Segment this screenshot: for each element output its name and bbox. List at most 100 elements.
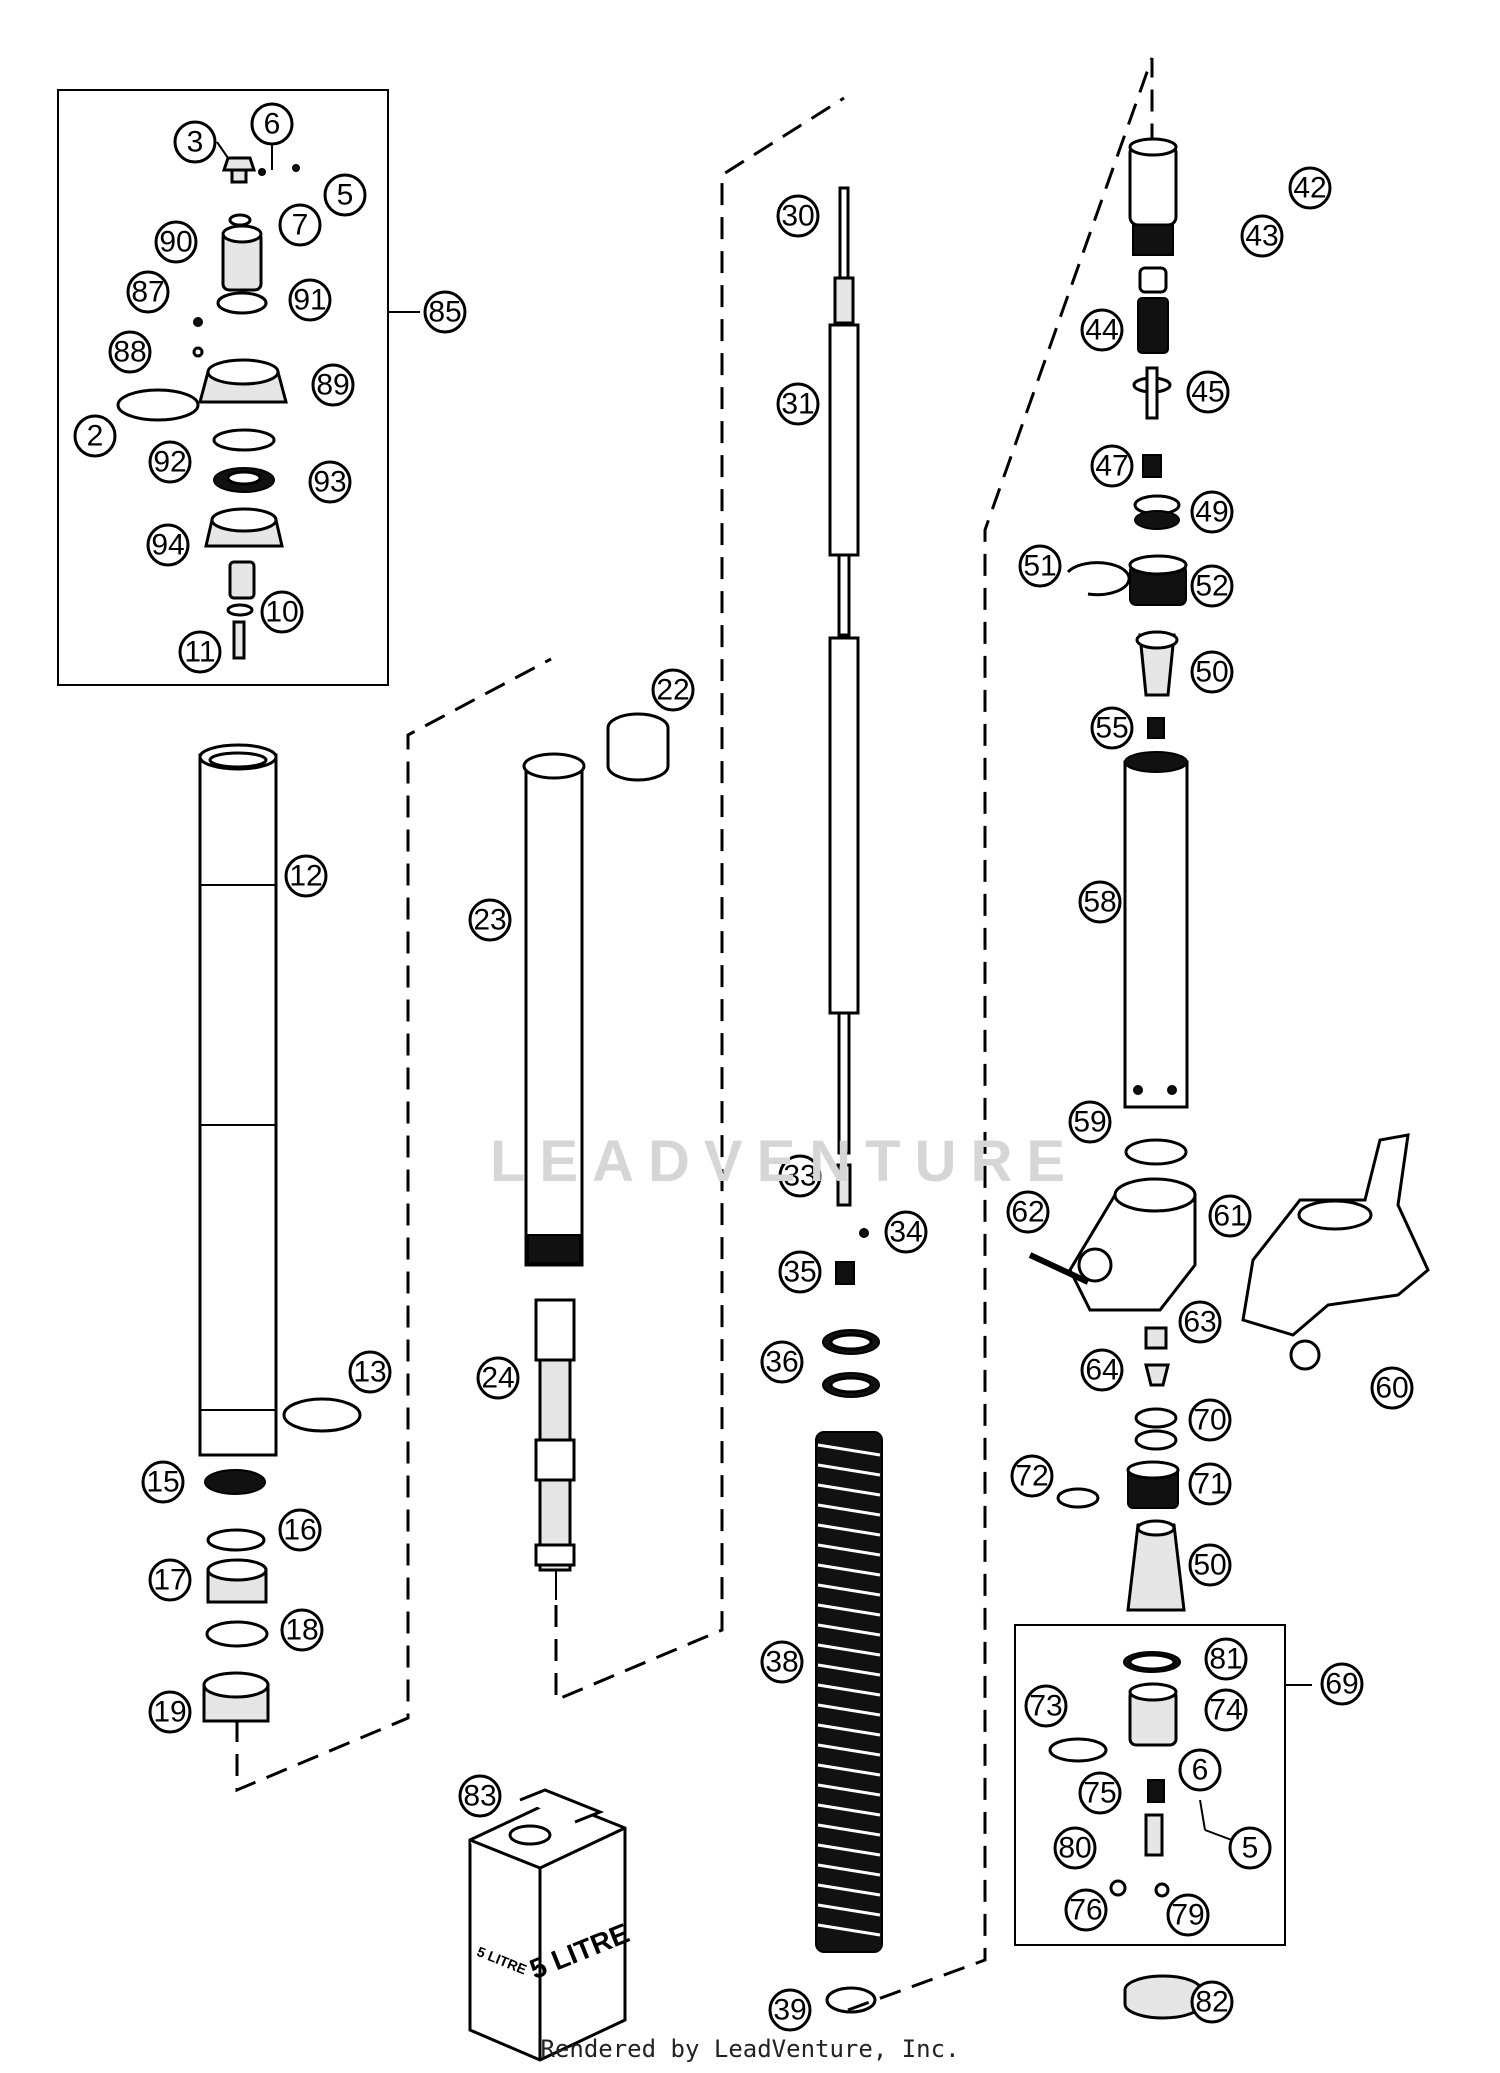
dash-line-3 <box>847 57 1154 2012</box>
callout-6: 6 <box>250 102 294 146</box>
callout-45: 45 <box>1186 370 1230 414</box>
callout-50-upper: 50 <box>1190 650 1234 694</box>
svg-text:23: 23 <box>473 904 506 937</box>
callout-59: 59 <box>1068 1100 1112 1144</box>
svg-text:58: 58 <box>1083 886 1116 919</box>
callout-82: 82 <box>1190 1980 1234 2024</box>
svg-text:63: 63 <box>1183 1306 1216 1339</box>
callout-55: 55 <box>1090 706 1134 750</box>
callout-23: 23 <box>468 898 512 942</box>
svg-text:61: 61 <box>1213 1200 1246 1233</box>
svg-text:15: 15 <box>146 1466 179 1499</box>
svg-text:2: 2 <box>87 420 104 453</box>
callout-76: 76 <box>1064 1888 1108 1932</box>
callout-13: 13 <box>348 1350 392 1394</box>
callout-42: 42 <box>1288 166 1332 210</box>
callout-7: 7 <box>278 203 322 247</box>
callout-30: 30 <box>776 194 820 238</box>
callout-50-lower: 50 <box>1188 1543 1232 1587</box>
svg-text:5: 5 <box>1242 1832 1259 1865</box>
svg-text:22: 22 <box>656 674 689 707</box>
callout-81: 81 <box>1204 1637 1248 1681</box>
callout-79: 79 <box>1166 1893 1210 1937</box>
svg-text:87: 87 <box>131 276 164 309</box>
svg-text:64: 64 <box>1085 1354 1118 1387</box>
callout-92: 92 <box>148 440 192 484</box>
svg-text:12: 12 <box>289 860 322 893</box>
callout-58: 58 <box>1078 880 1122 924</box>
svg-text:3: 3 <box>187 126 204 159</box>
callout-24: 24 <box>476 1356 520 1400</box>
dash-line-2 <box>554 96 845 1703</box>
base-valve-inset-frame <box>1014 1624 1286 1946</box>
svg-text:70: 70 <box>1193 1404 1226 1437</box>
svg-text:90: 90 <box>159 226 192 259</box>
svg-text:47: 47 <box>1095 450 1128 483</box>
svg-text:35: 35 <box>783 1256 816 1289</box>
svg-text:6: 6 <box>264 108 281 141</box>
svg-text:19: 19 <box>153 1696 186 1729</box>
svg-text:74: 74 <box>1209 1694 1242 1727</box>
callout-19: 19 <box>148 1690 192 1734</box>
callout-62: 62 <box>1006 1190 1050 1234</box>
svg-text:5: 5 <box>337 179 354 212</box>
svg-text:72: 72 <box>1015 1460 1048 1493</box>
svg-text:59: 59 <box>1073 1106 1106 1139</box>
callout-70: 70 <box>1188 1398 1232 1442</box>
svg-text:45: 45 <box>1191 376 1224 409</box>
dash-line-1 <box>235 657 552 1793</box>
callout-89: 89 <box>311 363 355 407</box>
svg-text:83: 83 <box>463 1780 496 1813</box>
callout-38: 38 <box>760 1640 804 1684</box>
callout-75: 75 <box>1078 1771 1122 1815</box>
svg-text:6: 6 <box>1192 1754 1209 1787</box>
svg-text:13: 13 <box>353 1356 386 1389</box>
svg-text:82: 82 <box>1195 1986 1228 2019</box>
callout-2: 2 <box>73 414 117 458</box>
callout-16: 16 <box>278 1508 322 1552</box>
svg-text:60: 60 <box>1375 1372 1408 1405</box>
callout-94: 94 <box>146 523 190 567</box>
callout-39: 39 <box>768 1988 812 2032</box>
callout-15: 15 <box>141 1460 185 1504</box>
callout-85: 85 <box>423 290 467 334</box>
cartridge-parts <box>1028 137 1430 1612</box>
svg-text:69: 69 <box>1325 1668 1358 1701</box>
svg-text:88: 88 <box>113 336 146 369</box>
svg-text:43: 43 <box>1245 220 1278 253</box>
callout-5: 5 <box>323 173 367 217</box>
callout-11: 11 <box>178 630 222 674</box>
svg-text:11: 11 <box>184 636 215 669</box>
base-valve-parts <box>1048 1651 1246 1898</box>
svg-text:17: 17 <box>153 1564 186 1597</box>
svg-text:31: 31 <box>781 388 814 421</box>
svg-text:24: 24 <box>481 1362 514 1395</box>
callout-5-base: 5 <box>1228 1826 1272 1870</box>
svg-text:49: 49 <box>1195 496 1228 529</box>
callout-71: 71 <box>1188 1462 1232 1506</box>
callout-64: 64 <box>1080 1348 1124 1392</box>
top-cap-inset-frame <box>57 89 389 686</box>
svg-text:30: 30 <box>781 200 814 233</box>
svg-text:34: 34 <box>889 1216 922 1249</box>
svg-text:39: 39 <box>773 1994 806 2027</box>
svg-text:52: 52 <box>1195 570 1228 603</box>
callout-44: 44 <box>1080 308 1124 352</box>
svg-text:10: 10 <box>265 596 298 629</box>
top-cap-parts <box>116 141 300 660</box>
svg-text:50: 50 <box>1195 656 1228 689</box>
svg-text:36: 36 <box>765 1346 798 1379</box>
callout-6-base: 6 <box>1178 1748 1222 1792</box>
oil-jug: 5 LITRE 5 LITRE <box>468 1788 634 2062</box>
callout-73: 73 <box>1024 1684 1068 1728</box>
callout-12: 12 <box>284 854 328 898</box>
callout-72: 72 <box>1010 1454 1054 1498</box>
svg-text:33: 33 <box>783 1160 816 1193</box>
callout-10: 10 <box>260 590 304 634</box>
watermark: LEADVENTURE <box>490 1129 1080 1194</box>
callout-22: 22 <box>651 668 695 712</box>
callout-34: 34 <box>884 1210 928 1254</box>
svg-text:79: 79 <box>1171 1899 1204 1932</box>
svg-text:55: 55 <box>1095 712 1128 745</box>
svg-text:62: 62 <box>1011 1196 1044 1229</box>
